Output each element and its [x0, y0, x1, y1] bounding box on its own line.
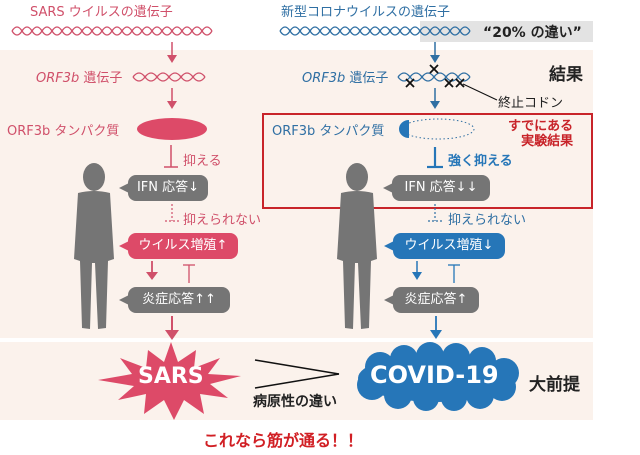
covid-arrow-down-icon: [430, 42, 440, 63]
sars-orf3b-protein-ellipse-icon: [137, 118, 207, 140]
covid-strong-inhibit-icon: [427, 147, 443, 169]
sars-orf3b-protein-label: ORF3b タンパク質: [7, 124, 120, 139]
sars-not-inhibited-label: 抑えられない: [183, 213, 262, 228]
sars-virus-replication-bubble: ウイルス増殖↑: [119, 233, 238, 259]
existing-results-label: すでにある 実験結果: [508, 119, 573, 149]
pathogenicity-difference-label: 病原性の違い: [253, 394, 337, 410]
sars-arrow-down-icon: [167, 42, 177, 63]
covid-orf3b-gene-label: ORF3b 遺伝子: [302, 71, 389, 86]
covid-ifn-response-bubble: IFN 応答↓↓: [383, 175, 490, 201]
covid-orf3b-gene-strand-icon: [397, 72, 471, 82]
sars-arrow-down-icon-3: [146, 261, 158, 280]
sars-ifn-response-bubble: IFN 応答↓: [119, 175, 208, 201]
conclusion-text: これなら筋が通る！！: [203, 431, 364, 450]
covid-arrow-down-icon-2: [430, 88, 440, 109]
covid-not-inhibited-label: 抑えられない: [448, 213, 527, 228]
sars-orf3b-gene-label: ORF3b 遺伝子: [36, 71, 123, 86]
covid-arrow-down-icon-4: [430, 316, 442, 339]
covid-gene-title: 新型コロナウイルスの遺伝子: [281, 5, 451, 20]
existing-experimental-results-box: [262, 113, 593, 209]
sars-orf3b-gene-strand-icon: [132, 72, 206, 82]
covid-arrow-down-icon-3: [412, 261, 422, 280]
sars-arrow-down-icon-2: [167, 88, 177, 109]
sars-gene-title: SARS ウイルスの遺伝子: [30, 5, 173, 20]
sars-genome-strand-icon: [11, 26, 213, 36]
sars-inflammation-bubble: 炎症応答↑↑: [119, 287, 230, 313]
covid-strong-inhibit-label: 強く抑える: [448, 154, 513, 169]
mutation-x-marks-icon: [405, 64, 498, 101]
covid-outcome-label: COVID-19: [370, 361, 499, 389]
covid-cloud-shape-icon: [357, 342, 519, 411]
covid-not-inhibited-dotted-icon: [428, 204, 442, 222]
difference-note: “20% の違い”: [483, 25, 582, 41]
covid-genome-strand-icon: [279, 26, 471, 36]
person-silhouette-icon: [74, 163, 114, 329]
existing-results-line1: すでにある: [508, 119, 574, 134]
covid-orf3b-protein-label: ORF3b タンパク質: [272, 124, 385, 139]
existing-results-line2: 実験結果: [521, 134, 574, 149]
sars-outcome-label: SARS: [138, 364, 204, 389]
sars-burst-shape-icon: [98, 342, 241, 420]
sars-feedback-inhibit-icon: [183, 264, 195, 283]
covid-feedback-inhibit-icon: [448, 264, 460, 283]
person-silhouette-icon-2: [337, 163, 377, 329]
premise-side-label: 大前提: [529, 375, 580, 395]
sars-not-inhibited-dotted-icon: [165, 204, 179, 222]
sars-inhibit-label: 抑える: [183, 154, 222, 169]
difference-highlight-band: [420, 21, 593, 42]
covid-virus-replication-bubble: ウイルス増殖↓: [384, 233, 505, 259]
sars-arrow-down-icon-4: [165, 316, 179, 340]
greater-than-comparison-icon: [254, 359, 340, 389]
covid-inflammation-bubble: 炎症応答↑: [384, 287, 479, 313]
covid-truncated-protein-icon: [399, 118, 475, 140]
stop-codon-label: 終止コドン: [498, 96, 564, 111]
sars-inhibit-icon: [164, 145, 178, 168]
result-side-label: 結果: [549, 65, 583, 85]
